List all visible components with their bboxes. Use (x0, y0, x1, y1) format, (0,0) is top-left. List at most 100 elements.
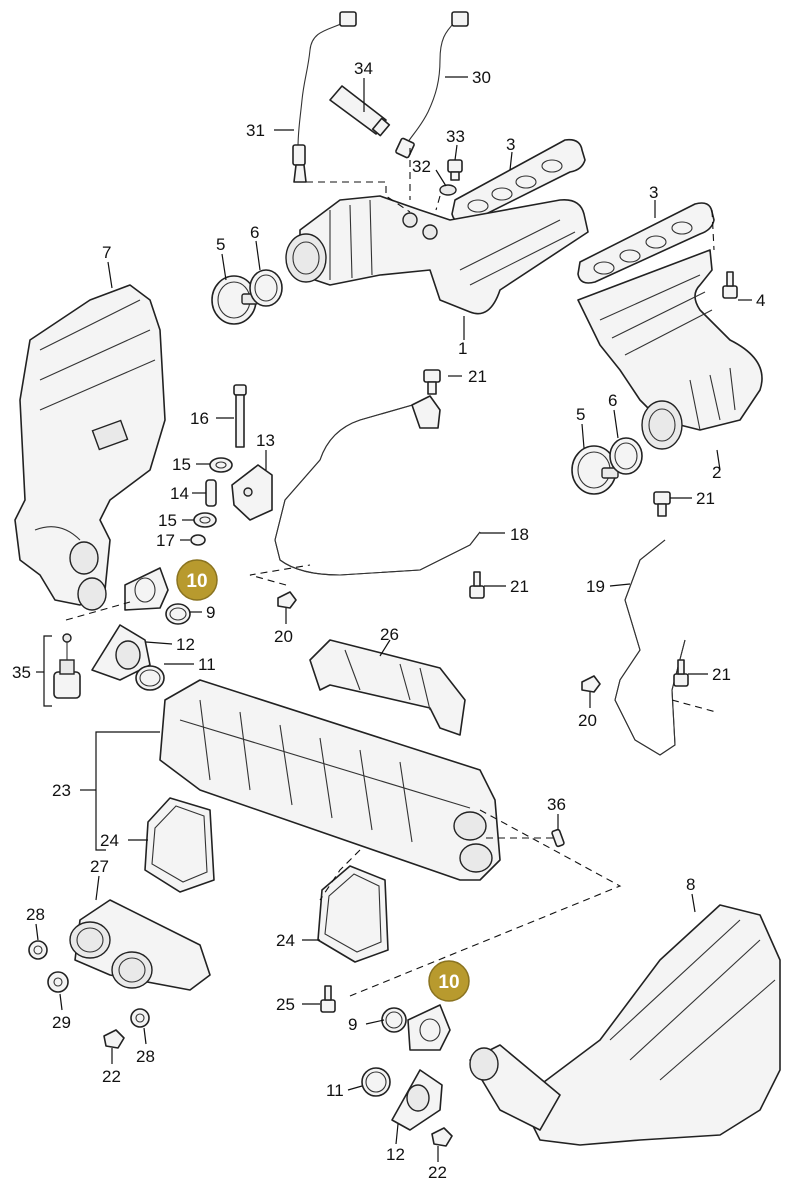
callout-36: 36 (547, 795, 566, 814)
stud-36 (551, 828, 565, 848)
bolt-21-upper (423, 369, 441, 395)
bolt-21-hanger (469, 571, 485, 599)
callout-20-right: 20 (578, 711, 597, 730)
highlight-label: 10 (438, 972, 459, 993)
sealant-tube (329, 85, 391, 137)
callout-22-right: 22 (428, 1163, 447, 1182)
heat-shield-26 (309, 639, 466, 736)
callout-18: 18 (510, 525, 529, 544)
callout-15-upper: 15 (172, 455, 191, 474)
callout-21-hanger: 21 (510, 577, 529, 596)
clamp-24-lower (317, 865, 389, 963)
callout-11-right: 11 (326, 1081, 344, 1100)
washer-15-upper (209, 457, 233, 473)
callout-32: 32 (412, 157, 431, 176)
assembly-dash-lines (65, 148, 717, 997)
seal-ring-9-left (165, 603, 191, 625)
callout-23: 23 (52, 781, 71, 800)
callout-27: 27 (90, 857, 109, 876)
callout-31: 31 (246, 121, 265, 140)
bolt (722, 271, 738, 299)
callout-28-left: 28 (26, 905, 45, 924)
callout-5-lower: 5 (576, 405, 585, 424)
exhaust-manifold-left (285, 195, 589, 315)
callout-7: 7 (102, 243, 111, 262)
callout-22-left: 22 (102, 1067, 121, 1086)
rear-silencer-left (14, 284, 166, 611)
spacer-14 (205, 479, 217, 507)
nut-22-right (431, 1127, 453, 1147)
nut-20-left (277, 591, 297, 609)
bolt-25 (320, 985, 336, 1013)
highlight-label: 10 (186, 571, 207, 592)
hanger-bracket-18 (274, 395, 481, 576)
bolt-16 (233, 384, 247, 448)
bolt-21-right-lower (673, 659, 689, 687)
callout-30: 30 (472, 68, 491, 87)
flange-12-right (391, 1069, 443, 1131)
callout-21-right-upper: 21 (696, 489, 715, 508)
callout-8: 8 (686, 875, 695, 894)
tailpipe-27 (69, 899, 211, 991)
callout-11-left: 11 (198, 655, 216, 674)
seal-ring-11-left (135, 665, 165, 691)
callout-9-right: 9 (348, 1015, 357, 1034)
callout-13: 13 (256, 431, 275, 450)
callout-26: 26 (380, 625, 399, 644)
bolt-21-right-upper (653, 491, 671, 517)
callout-9-left: 9 (206, 603, 215, 622)
callout-12-right: 12 (386, 1145, 405, 1164)
callout-35: 35 (12, 663, 31, 682)
manifold-gasket-upper (451, 138, 586, 224)
exhaust-manifold-right (577, 249, 763, 450)
callout-3-upper: 3 (506, 135, 515, 154)
oxygen-sensor-right (395, 11, 469, 159)
callout-28-lower: 28 (136, 1047, 155, 1066)
clamp-lower (571, 445, 619, 495)
washer-15-lower (193, 512, 217, 528)
callout-33: 33 (446, 127, 465, 146)
callout-5-upper: 5 (216, 235, 225, 254)
callout-17: 17 (156, 531, 175, 550)
highlight-badge-10-lower[interactable]: 10 (428, 960, 470, 1002)
seal-ring-11-right (361, 1067, 391, 1097)
flange-12-left (91, 624, 151, 681)
leader-lines (35, 76, 752, 1162)
nut-20-right (581, 675, 601, 693)
seal-ring-upper (249, 269, 283, 307)
callout-24-upper: 24 (100, 831, 119, 850)
flange-gasket-right (407, 1004, 451, 1051)
hanger-bracket-19 (614, 539, 686, 756)
callout-16: 16 (190, 409, 209, 428)
nut-22-left (103, 1029, 125, 1049)
washer-28-lower (130, 1008, 150, 1028)
callout-1: 1 (458, 339, 467, 358)
callout-20-left: 20 (274, 627, 293, 646)
nut-17 (190, 534, 206, 546)
clamp-24-upper (144, 797, 215, 893)
main-muffler-23 (159, 679, 501, 881)
highlight-badge-10-upper[interactable]: 10 (176, 559, 218, 601)
callout-6-upper: 6 (250, 223, 259, 242)
callout-29: 29 (52, 1013, 71, 1032)
callout-21-upper: 21 (468, 367, 487, 386)
callout-6-lower: 6 (608, 391, 617, 410)
callout-34: 34 (354, 59, 373, 78)
callout-labels: 34 30 31 33 3 32 3 7 5 6 4 1 21 16 13 5 … (12, 59, 765, 1182)
seal-ring-lower (609, 437, 643, 475)
plug-screw (439, 159, 463, 196)
callout-2: 2 (712, 463, 721, 482)
callout-3-right: 3 (649, 183, 658, 202)
callout-25: 25 (276, 995, 295, 1014)
callout-21-right-lower: 21 (712, 665, 731, 684)
washer-29 (47, 971, 69, 993)
manifold-gasket-right (577, 202, 715, 284)
callout-14: 14 (170, 484, 189, 503)
oxygen-sensor-left (292, 11, 357, 183)
seal-ring-9-right (381, 1007, 407, 1033)
callout-12-left: 12 (176, 635, 195, 654)
callout-19: 19 (586, 577, 605, 596)
callout-4: 4 (756, 291, 765, 310)
flange-gasket-left (124, 567, 169, 611)
